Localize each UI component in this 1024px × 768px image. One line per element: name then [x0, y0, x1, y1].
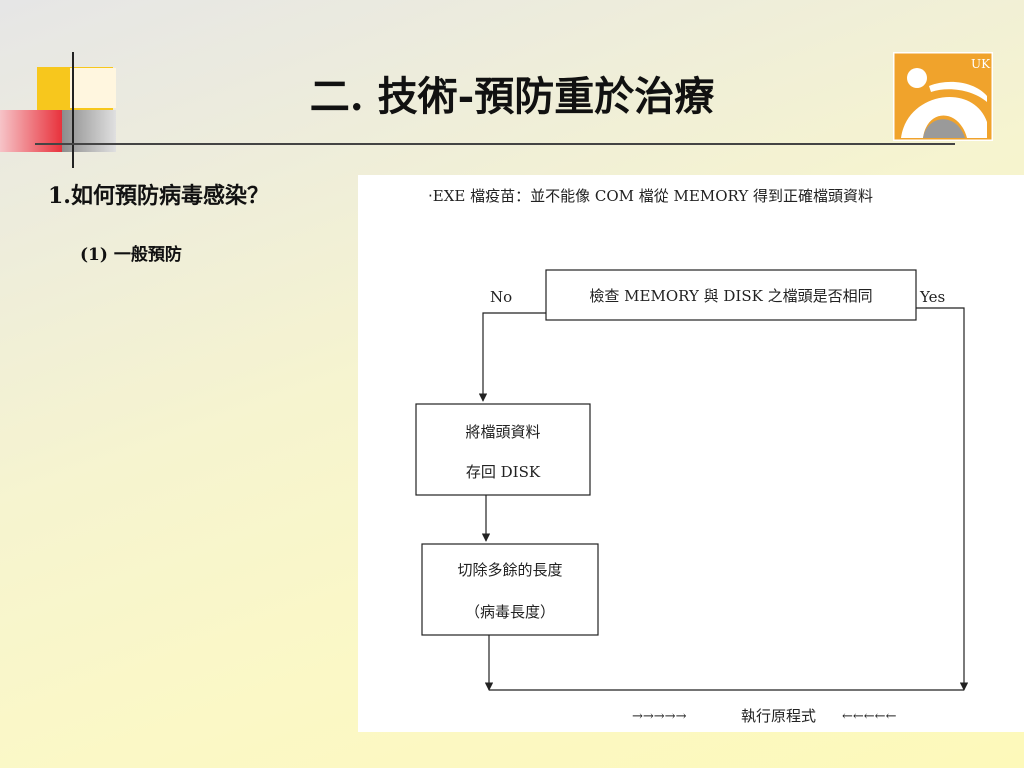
step1-line2: 存回 DISK	[466, 463, 541, 481]
step2-box	[421, 543, 599, 636]
title-underline	[35, 143, 955, 145]
decor-gray-square	[62, 110, 116, 152]
section-heading: 1.如何預防病毒感染？	[48, 183, 269, 209]
uk-logo: UK	[891, 50, 995, 143]
step1-line1: 將檔頭資料	[465, 423, 540, 441]
step2-line1: 切除多餘的長度	[457, 561, 562, 579]
flowchart-panel: ‧EXE 檔疫苗：並不能像 COM 檔從 MEMORY 得到正確檔頭資料 檢查 …	[358, 175, 1024, 732]
slide-title: 二. 技術-預防重於治療	[309, 73, 715, 120]
no-arrow	[478, 312, 546, 402]
decision-text: 檢查 MEMORY 與 DISK 之檔頭是否相同	[589, 287, 872, 305]
exe-note: ‧EXE 檔疫苗：並不能像 COM 檔從 MEMORY 得到正確檔頭資料	[428, 187, 873, 205]
step1-box	[415, 403, 591, 496]
end-arrows-left: →→→→→	[632, 709, 687, 724]
logo-text: UK	[971, 57, 991, 71]
step2-line2: （病毒長度）	[465, 603, 555, 621]
decision-box	[545, 269, 917, 321]
decor-vertical-line	[72, 52, 74, 168]
end-arrows-right: ←←←←←	[842, 709, 897, 724]
flowchart: ‧EXE 檔疫苗：並不能像 COM 檔從 MEMORY 得到正確檔頭資料 檢查 …	[415, 187, 969, 725]
end-text: 執行原程式	[741, 707, 816, 725]
decor-red-square	[0, 110, 62, 152]
sub-heading: (1) 一般預防	[80, 245, 182, 265]
decor-light-square	[70, 68, 116, 108]
yes-arrow	[916, 307, 969, 691]
no-label: No	[490, 288, 512, 306]
yes-label: Yes	[919, 288, 945, 306]
